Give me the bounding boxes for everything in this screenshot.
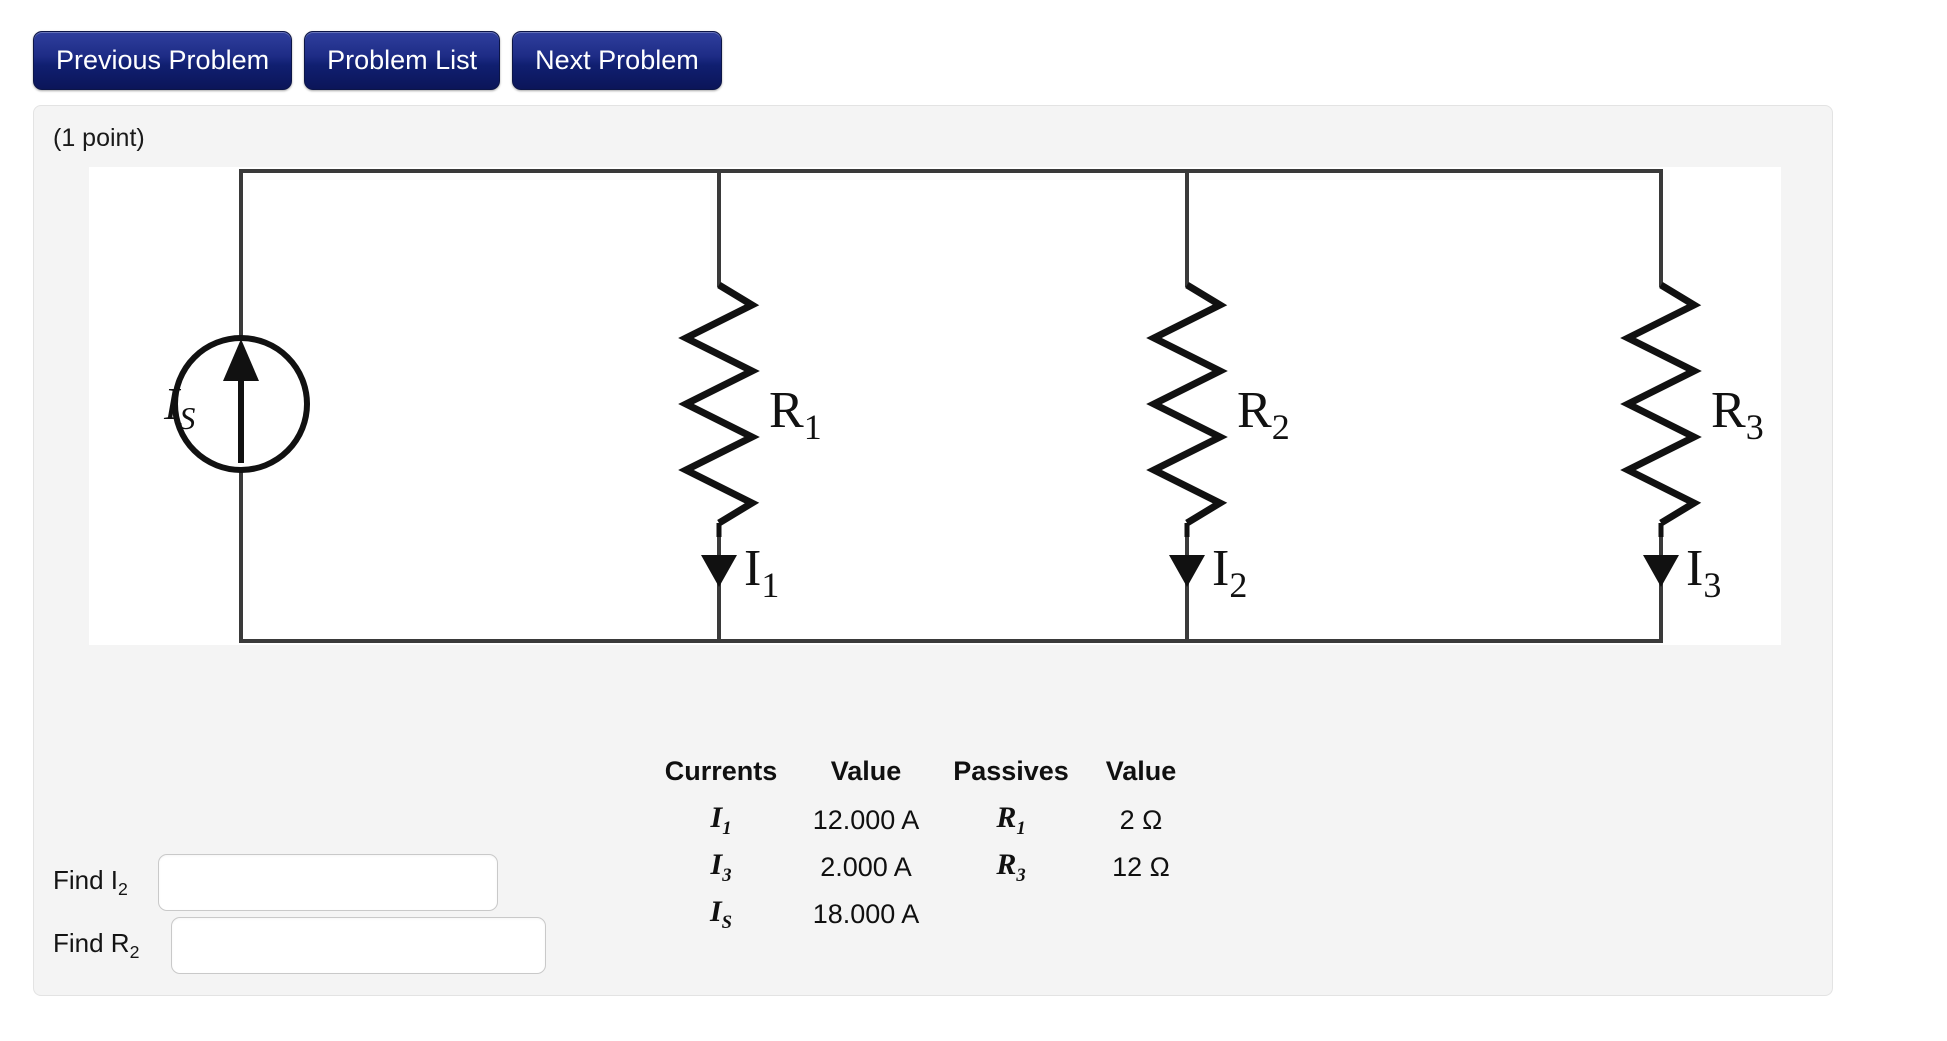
header-passive-value: Value [1105, 756, 1177, 786]
branch-r2: R2 I2 [1146, 169, 1290, 643]
cell-current-value: 18.000 A [812, 899, 920, 929]
cell-passive-value [1086, 891, 1196, 938]
answer-row-i2: Find I2 [53, 854, 546, 911]
previous-problem-button[interactable]: Previous Problem [33, 31, 293, 90]
cell-current-symbol: I1 [710, 801, 732, 839]
header-passives: Passives [953, 756, 1069, 786]
table-header-row: Currents Value Passives Value [646, 754, 1196, 797]
values-table: Currents Value Passives Value I1 12.000 … [646, 754, 1196, 938]
cell-current-value: 2.000 A [820, 852, 912, 882]
points-label: (1 point) [53, 124, 145, 152]
resistor-label-r3: R3 [1711, 382, 1764, 447]
answer-label-r2: Find R2 [53, 927, 140, 963]
current-source-symbol [172, 335, 310, 473]
answer-row-r2: Find R2 [53, 917, 546, 974]
table-row: IS 18.000 A [646, 891, 1196, 938]
next-problem-button[interactable]: Next Problem [512, 31, 722, 90]
problem-panel: (1 point) IS [33, 105, 1833, 996]
cell-passive-symbol [936, 891, 1086, 938]
resistor-label-r1: R1 [769, 382, 822, 447]
answer-input-r2[interactable] [171, 917, 546, 974]
header-currents: Currents [664, 756, 778, 786]
cell-passive-symbol: R3 [996, 848, 1026, 886]
cell-current-symbol: I3 [710, 848, 732, 886]
current-label-i2: I2 [1212, 540, 1247, 605]
resistor-label-r2: R2 [1237, 382, 1290, 447]
current-arrow-i2 [1169, 555, 1205, 587]
branch-r3: R3 I3 [1620, 169, 1764, 643]
cell-passive-symbol: R1 [996, 801, 1026, 839]
problem-navigation-bar: Previous Problem Problem List Next Probl… [33, 31, 722, 90]
current-arrow-i1 [701, 555, 737, 587]
answer-section: Find I2 Find R2 [53, 854, 546, 980]
table-row: I3 2.000 A R3 12 Ω [646, 844, 1196, 891]
cell-passive-value: 2 Ω [1119, 805, 1163, 835]
table-row: I1 12.000 A R1 2 Ω [646, 797, 1196, 844]
circuit-diagram: IS R1 I1 R2 [89, 167, 1781, 645]
cell-current-value: 12.000 A [812, 805, 920, 835]
branch-r1: R1 I1 [678, 169, 822, 643]
cell-current-symbol: IS [709, 895, 733, 933]
current-label-i3: I3 [1686, 540, 1721, 605]
current-arrow-i3 [1643, 555, 1679, 587]
cell-passive-value: 12 Ω [1112, 852, 1170, 882]
current-label-i1: I1 [744, 540, 779, 605]
header-current-value: Value [830, 756, 902, 786]
answer-input-i2[interactable] [158, 854, 498, 911]
problem-list-button[interactable]: Problem List [304, 31, 501, 90]
answer-label-i2: Find I2 [53, 864, 128, 900]
